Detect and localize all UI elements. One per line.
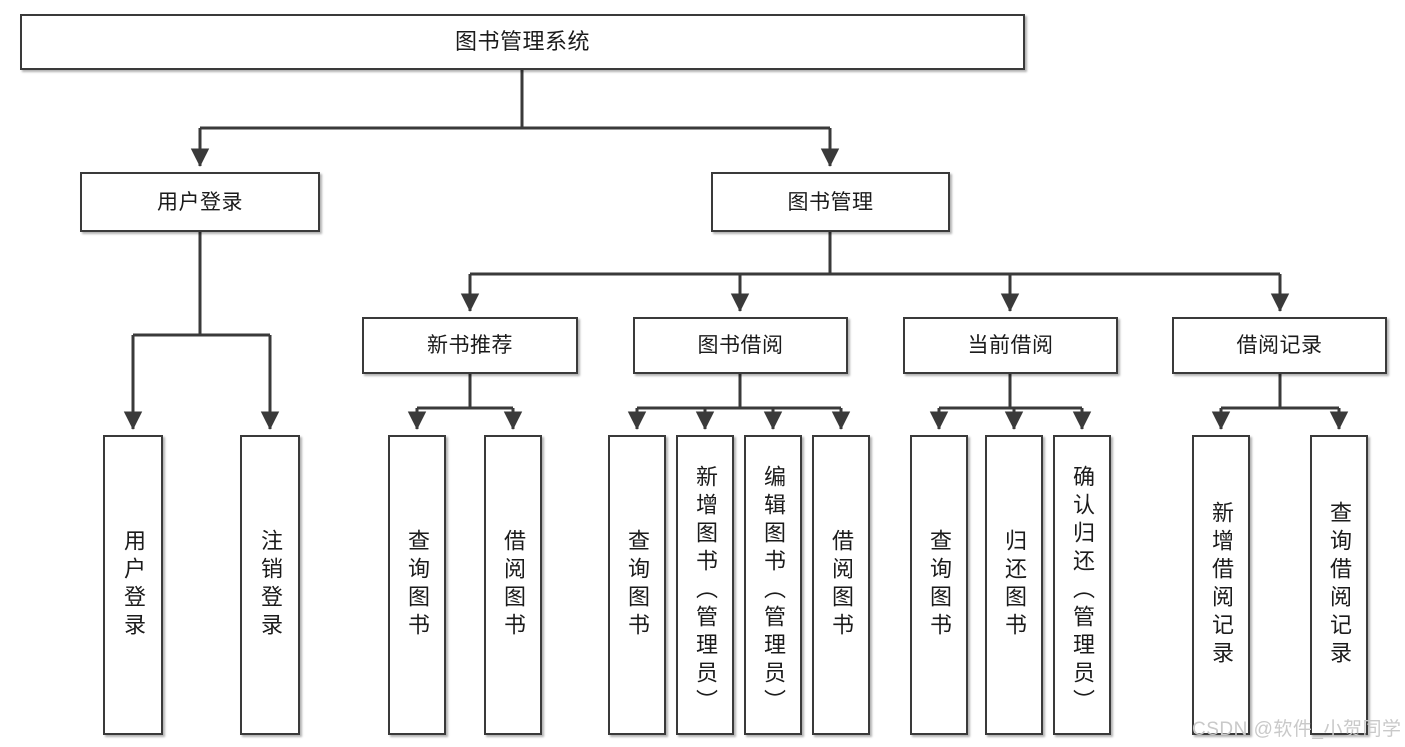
node-label: 用户登录 <box>121 529 146 641</box>
watermark-text: CSDN @软件_小贺同学 <box>1192 719 1402 740</box>
node-leaf-user-login[interactable]: 用户登录 <box>103 435 163 735</box>
node-leaf-borrow-book-recommend[interactable]: 借阅图书 <box>484 435 542 735</box>
node-leaf-add-borrow-record[interactable]: 新增借阅记录 <box>1192 435 1250 735</box>
node-label: 图书借阅 <box>697 334 784 357</box>
node-leaf-query-book-borrow[interactable]: 查询图书 <box>608 435 666 735</box>
node-level2-new-book-recommend[interactable]: 新书推荐 <box>362 317 578 374</box>
node-level2-borrow-record[interactable]: 借阅记录 <box>1172 317 1387 374</box>
node-leaf-return-book[interactable]: 归还图书 <box>985 435 1043 735</box>
node-label: 查询图书 <box>405 529 430 641</box>
node-label: 新增借阅记录 <box>1209 501 1234 669</box>
node-leaf-query-book-current[interactable]: 查询图书 <box>910 435 968 735</box>
node-leaf-confirm-return-admin[interactable]: 确认归还（管理员） <box>1053 435 1111 735</box>
node-level2-current-borrow[interactable]: 当前借阅 <box>903 317 1118 374</box>
node-level1-book-management[interactable]: 图书管理 <box>711 172 950 232</box>
node-label: 新增图书（管理员） <box>693 465 718 717</box>
node-label: 查询图书 <box>625 529 650 641</box>
node-label: 编辑图书（管理员） <box>761 465 786 717</box>
node-label: 借阅记录 <box>1236 334 1323 357</box>
node-label: 用户登录 <box>157 190 243 214</box>
node-label: 图书管理系统 <box>454 29 590 54</box>
node-label: 当前借阅 <box>967 334 1054 357</box>
node-level2-book-borrow[interactable]: 图书借阅 <box>633 317 848 374</box>
node-label: 借阅图书 <box>501 529 526 641</box>
node-label: 借阅图书 <box>829 529 854 641</box>
node-leaf-edit-book-admin[interactable]: 编辑图书（管理员） <box>744 435 802 735</box>
node-root[interactable]: 图书管理系统 <box>20 14 1025 70</box>
node-leaf-borrow-book[interactable]: 借阅图书 <box>812 435 870 735</box>
node-label: 归还图书 <box>1002 529 1027 641</box>
node-label: 新书推荐 <box>427 334 513 357</box>
node-leaf-query-borrow-record[interactable]: 查询借阅记录 <box>1310 435 1368 735</box>
node-leaf-query-book-recommend[interactable]: 查询图书 <box>388 435 446 735</box>
node-label: 注销登录 <box>258 529 283 641</box>
node-leaf-logout[interactable]: 注销登录 <box>240 435 300 735</box>
node-leaf-add-book-admin[interactable]: 新增图书（管理员） <box>676 435 734 735</box>
node-level1-user-login[interactable]: 用户登录 <box>80 172 320 232</box>
node-label: 查询图书 <box>927 529 952 641</box>
node-label: 确认归还（管理员） <box>1070 465 1095 717</box>
node-label: 图书管理 <box>787 190 874 214</box>
node-label: 查询借阅记录 <box>1327 501 1352 669</box>
